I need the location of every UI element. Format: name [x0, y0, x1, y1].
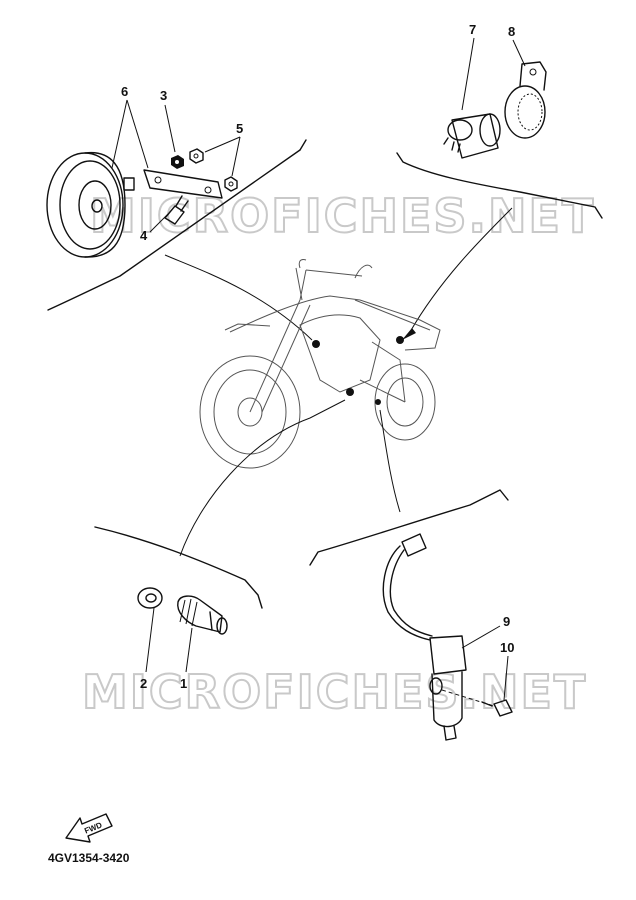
callout-1: 1 [180, 676, 187, 691]
flasher-relay-icon [443, 113, 501, 159]
front-arrow-icon: FWD [65, 813, 113, 843]
horn-bracket-icon [143, 169, 223, 199]
relay-bracket-icon [504, 61, 547, 139]
callout-2: 2 [140, 676, 147, 691]
watermark-top: MICROFICHES.NET [90, 189, 595, 243]
callout-7: 7 [469, 22, 476, 37]
neutral-switch-icon [177, 595, 228, 635]
nut-icon [171, 155, 184, 169]
connector-icon [382, 533, 433, 641]
washer-icon [137, 587, 163, 609]
callout-6: 6 [121, 84, 128, 99]
callout-3: 3 [160, 88, 167, 103]
nuts-icon [189, 148, 238, 192]
flasher-group [396, 37, 603, 340]
part-code: 4GV1354-3420 [48, 851, 130, 865]
callout-9: 9 [503, 614, 510, 629]
horn-icon [46, 151, 135, 258]
callout-8: 8 [508, 24, 515, 39]
callout-5: 5 [236, 121, 243, 136]
motorcycle-icon [199, 259, 441, 469]
callout-4: 4 [140, 228, 148, 243]
watermark-bottom: MICROFICHES.NET [82, 665, 587, 719]
neutral-switch-group [94, 399, 346, 673]
sensor-group [309, 409, 513, 741]
sensor-bolt-icon [481, 699, 513, 717]
callout-10: 10 [500, 640, 514, 655]
horn-group [46, 99, 313, 341]
bolt-icon [164, 195, 189, 225]
